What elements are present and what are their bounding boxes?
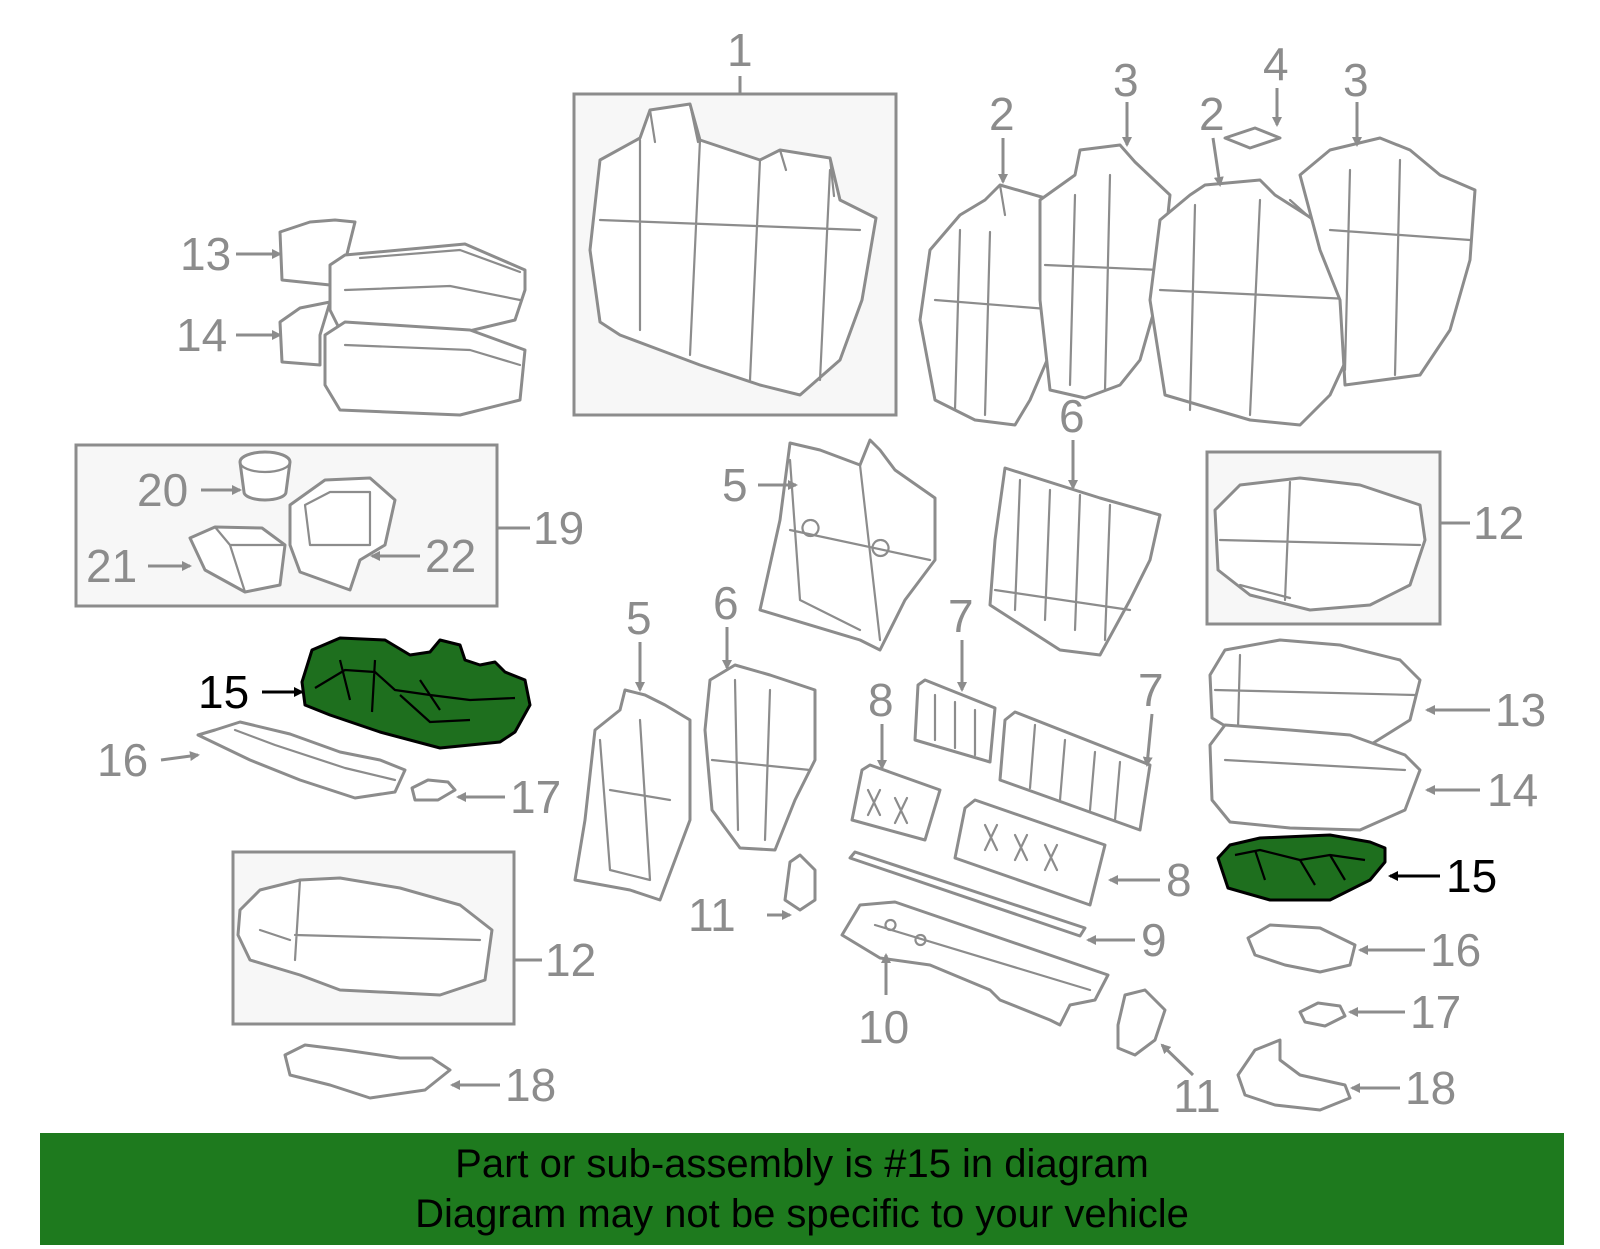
seat-back-left-3 bbox=[1038, 143, 1172, 400]
callout-11-right: 11 bbox=[1173, 1070, 1221, 1122]
callout-3-right: 3 bbox=[1343, 54, 1369, 106]
callout-3-left: 3 bbox=[1113, 54, 1139, 106]
callout-17-left: 17 bbox=[510, 771, 561, 823]
banner-line-disclaimer: Diagram may not be specific to your vehi… bbox=[415, 1192, 1189, 1236]
pad-7-left bbox=[913, 678, 997, 764]
callout-10: 10 bbox=[858, 1001, 909, 1053]
callout-2-left: 2 bbox=[989, 88, 1015, 140]
callout-16-left: 16 bbox=[97, 734, 148, 786]
frame-5-lower bbox=[573, 688, 692, 902]
callout-9: 9 bbox=[1141, 914, 1167, 966]
callout-6-lower: 6 bbox=[713, 577, 739, 629]
callout-14-left: 14 bbox=[176, 309, 227, 361]
bracket-11-left bbox=[783, 853, 817, 912]
seat-back-right-3 bbox=[1298, 136, 1477, 387]
callout-12-right: 12 bbox=[1473, 497, 1524, 549]
callout-11-left: 11 bbox=[688, 889, 736, 941]
rod-9 bbox=[848, 850, 1087, 938]
callout-19: 19 bbox=[533, 502, 584, 554]
seat-tray-16-right bbox=[1246, 923, 1357, 974]
trim-18-left bbox=[283, 1043, 452, 1100]
callout-15-left: 15 bbox=[198, 666, 249, 718]
trim-18-right bbox=[1236, 1038, 1352, 1112]
bracket-10 bbox=[840, 900, 1110, 1027]
callout-7-right: 7 bbox=[1138, 664, 1164, 716]
callout-5-lower: 5 bbox=[626, 592, 652, 644]
callout-17-right: 17 bbox=[1410, 986, 1461, 1038]
frame-6-lower bbox=[703, 663, 817, 852]
seat-frame-15-right-highlighted bbox=[1216, 833, 1387, 902]
headrest-cap-4 bbox=[1223, 126, 1282, 150]
frame-5-upper bbox=[758, 438, 937, 652]
bracket-11-right bbox=[1116, 988, 1167, 1057]
pad-8-left bbox=[850, 763, 942, 842]
callout-4: 4 bbox=[1263, 38, 1289, 90]
callout-6-upper: 6 bbox=[1059, 390, 1085, 442]
cushion-pad-14-right bbox=[1208, 723, 1422, 832]
banner-line-part-number: Part or sub-assembly is #15 in diagram bbox=[455, 1142, 1149, 1186]
callout-5-upper: 5 bbox=[722, 459, 748, 511]
callout-labels: 1 2 3 4 2 3 6 5 5 6 7 7 8 8 9 10 11 11 1… bbox=[86, 24, 1546, 1122]
callout-22: 22 bbox=[425, 530, 476, 582]
cushion-cover-13-right bbox=[1208, 638, 1422, 747]
cushion-box-12-right bbox=[1205, 450, 1442, 626]
callout-12-left: 12 bbox=[545, 934, 596, 986]
pad-8-right bbox=[953, 798, 1107, 907]
part-info-banner: Part or sub-assembly is #15 in diagram D… bbox=[40, 1133, 1564, 1245]
seat-back-box-1 bbox=[572, 92, 898, 417]
callout-15-right: 15 bbox=[1446, 850, 1497, 902]
leader-lines bbox=[148, 76, 1490, 1093]
callout-20: 20 bbox=[137, 464, 188, 516]
callout-8-right: 8 bbox=[1166, 854, 1192, 906]
cushion-pad-14-left bbox=[278, 300, 527, 417]
callout-18-left: 18 bbox=[505, 1059, 556, 1111]
callout-18-right: 18 bbox=[1405, 1062, 1456, 1114]
seat-frame-15-left-highlighted bbox=[300, 636, 532, 750]
callout-21: 21 bbox=[86, 540, 137, 592]
callout-14-right: 14 bbox=[1487, 764, 1538, 816]
pad-7-right bbox=[998, 710, 1152, 832]
console-box-19 bbox=[74, 443, 499, 608]
callout-1: 1 bbox=[727, 24, 753, 76]
bracket-17-right bbox=[1298, 1001, 1347, 1028]
callout-8-left: 8 bbox=[868, 674, 894, 726]
seat-tray-16-left bbox=[196, 720, 407, 800]
callout-7-left: 7 bbox=[948, 590, 974, 642]
frame-6-upper bbox=[988, 466, 1162, 657]
callout-13-left: 13 bbox=[180, 228, 231, 280]
callout-16-right: 16 bbox=[1430, 924, 1481, 976]
callout-13-right: 13 bbox=[1495, 684, 1546, 736]
callout-2-right: 2 bbox=[1199, 88, 1225, 140]
bracket-17-left bbox=[410, 778, 457, 802]
cushion-box-12-left bbox=[231, 850, 516, 1026]
cushion-cover-13-left bbox=[278, 218, 527, 340]
